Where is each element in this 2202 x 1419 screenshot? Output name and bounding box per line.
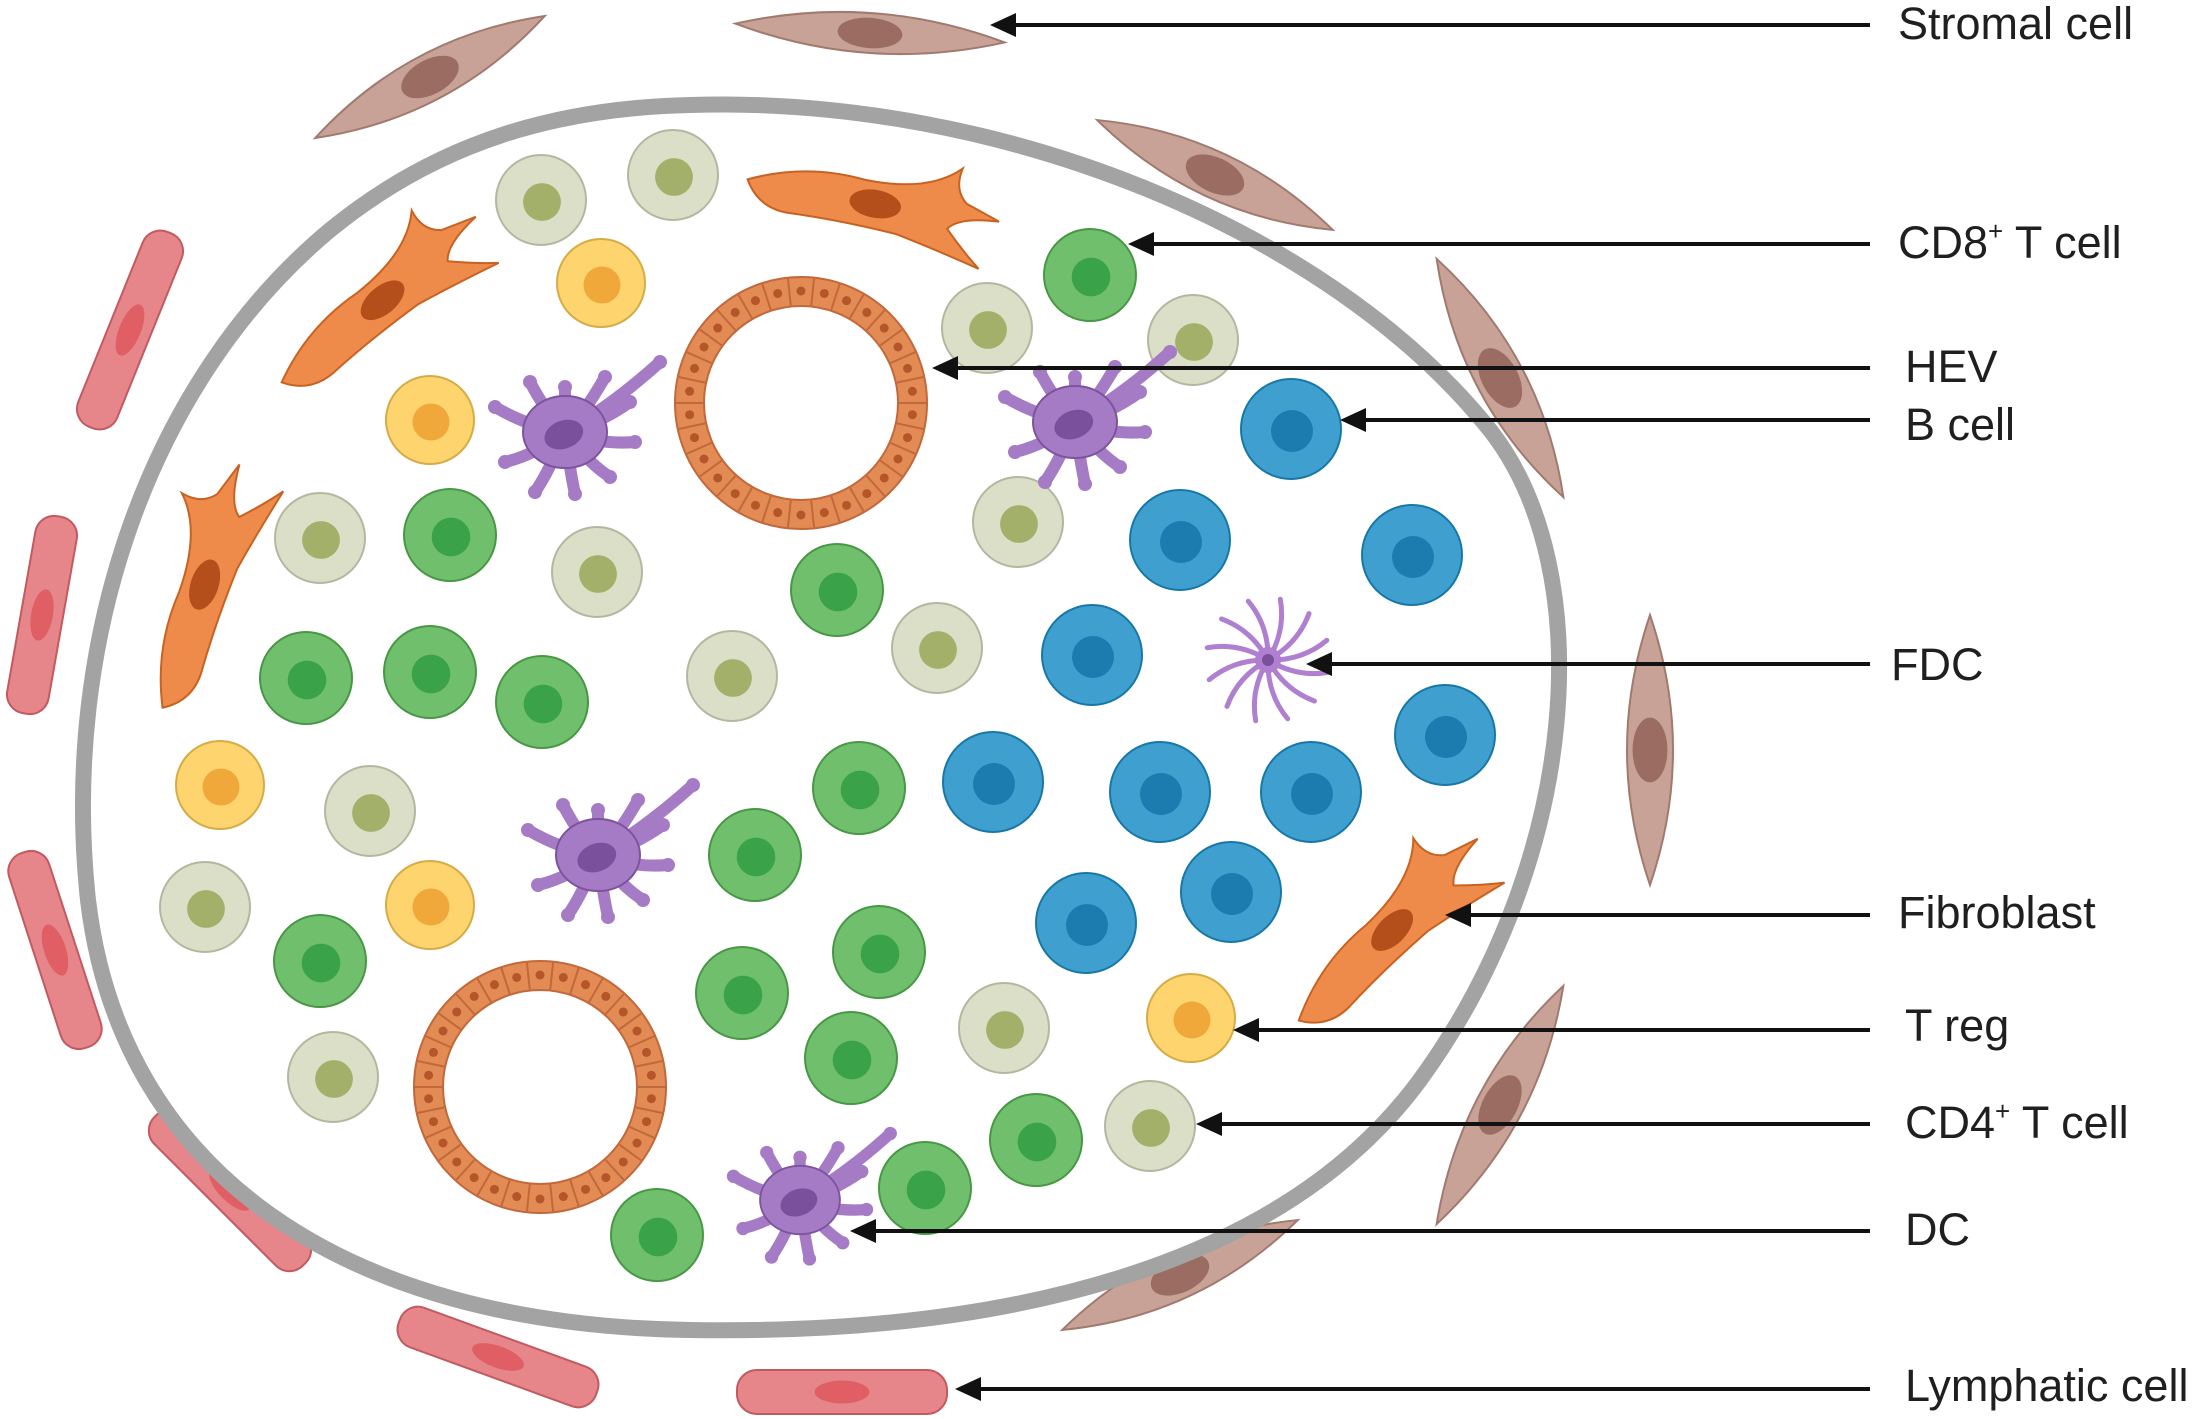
cd4-t-cell — [551, 526, 643, 618]
cd4-t-cell — [159, 861, 251, 953]
arrow-lymphatic-cell — [955, 1377, 1870, 1401]
inner-cells — [159, 129, 1506, 1282]
cd4-t-cell — [287, 1031, 379, 1123]
cd8-t-cell — [989, 1093, 1083, 1187]
b-cell — [1240, 378, 1342, 480]
cd4-t-cell — [495, 154, 587, 246]
cd8-t-cell — [695, 946, 789, 1040]
cd8-t-cell — [790, 543, 884, 637]
stromal-cell — [731, 11, 1009, 55]
dc — [998, 345, 1177, 491]
cd8-t-cell — [495, 655, 589, 749]
cd8-t-cell — [832, 905, 926, 999]
cd8-t-cell — [708, 808, 802, 902]
t-reg — [1146, 973, 1236, 1063]
stromal-cell — [312, 14, 548, 140]
arrow-cd4-t-cell — [1196, 1112, 1870, 1136]
hev — [413, 960, 667, 1214]
arrow-fdc — [1306, 652, 1870, 676]
label-hev: HEV — [1905, 341, 1998, 392]
cd4-t-cell — [941, 282, 1033, 374]
cd4-t-cell — [324, 765, 416, 857]
cd8-t-cell — [610, 1188, 704, 1282]
cd8-t-cell — [812, 741, 906, 835]
fibroblast — [280, 206, 500, 387]
b-cell — [1109, 741, 1211, 843]
arrow-stromal-cell — [990, 13, 1870, 37]
fibroblast — [1297, 834, 1506, 1024]
t-reg — [385, 860, 475, 950]
arrow-hev — [932, 356, 1870, 380]
b-cell — [1041, 604, 1143, 706]
label-dc: DC — [1905, 1204, 1970, 1255]
b-cell — [1260, 741, 1362, 843]
stromal-cell — [1435, 983, 1565, 1227]
stromal-cell — [1435, 256, 1565, 500]
cd8-t-cell — [273, 914, 367, 1008]
label-lymphatic-cell: Lymphatic cell — [1905, 1360, 2189, 1411]
lymphatic-cell — [7, 849, 103, 1051]
cd4-t-cell — [686, 630, 778, 722]
cd4-t-cell — [958, 982, 1050, 1074]
arrow-t-reg — [1233, 1018, 1870, 1042]
label-fdc: FDC — [1891, 639, 1984, 690]
t-reg — [556, 238, 646, 328]
arrow-b-cell — [1340, 408, 1870, 432]
b-cell — [942, 731, 1044, 833]
arrow-cd8-t-cell — [1128, 232, 1870, 256]
b-cell — [1035, 872, 1137, 974]
cd8-t-cell — [383, 625, 477, 719]
b-cell — [1394, 684, 1496, 786]
cd4-t-cell — [891, 602, 983, 694]
label-t-reg: T reg — [1905, 1000, 2010, 1051]
fdc — [1204, 596, 1332, 724]
t-reg — [175, 740, 265, 830]
cd4-t-cell — [1147, 294, 1239, 386]
cd4-t-cell — [972, 476, 1064, 568]
hev — [674, 276, 928, 530]
label-fibroblast: Fibroblast — [1898, 887, 2096, 938]
cd8-t-cell — [1043, 228, 1137, 322]
cd8-t-cell — [804, 1011, 898, 1105]
b-cell — [1180, 841, 1282, 943]
arrow-dc — [850, 1219, 1870, 1243]
dc — [488, 355, 667, 501]
b-cell — [1361, 504, 1463, 606]
cd8-t-cell — [403, 488, 497, 582]
stromal-cell — [1626, 611, 1674, 889]
stromal-cell — [1094, 118, 1336, 232]
cd4-t-cell — [274, 492, 366, 584]
label-stromal-cell: Stromal cell — [1898, 0, 2134, 49]
dc — [726, 1126, 897, 1266]
cd4-t-cell — [1104, 1080, 1196, 1172]
label-cd4-t-cell: CD4+ T cell — [1905, 1096, 2129, 1148]
lymphatic-cell — [75, 229, 185, 431]
label-cd8-t-cell: CD8+ T cell — [1898, 216, 2122, 268]
label-b-cell: B cell — [1905, 399, 2016, 450]
lymphatic-cell — [396, 1305, 600, 1409]
label-arrows — [850, 13, 1870, 1401]
fibroblast — [746, 165, 1000, 270]
t-reg — [385, 375, 475, 465]
b-cell — [1129, 489, 1231, 591]
lymphatic-cell — [5, 514, 79, 716]
dc — [521, 778, 700, 924]
cd8-t-cell — [259, 631, 353, 725]
arrow-fibroblast — [1445, 903, 1870, 927]
lymphatic-cell — [736, 1369, 948, 1415]
cd8-t-cell — [878, 1141, 972, 1235]
cd4-t-cell — [627, 129, 719, 221]
fibroblast — [159, 463, 285, 709]
